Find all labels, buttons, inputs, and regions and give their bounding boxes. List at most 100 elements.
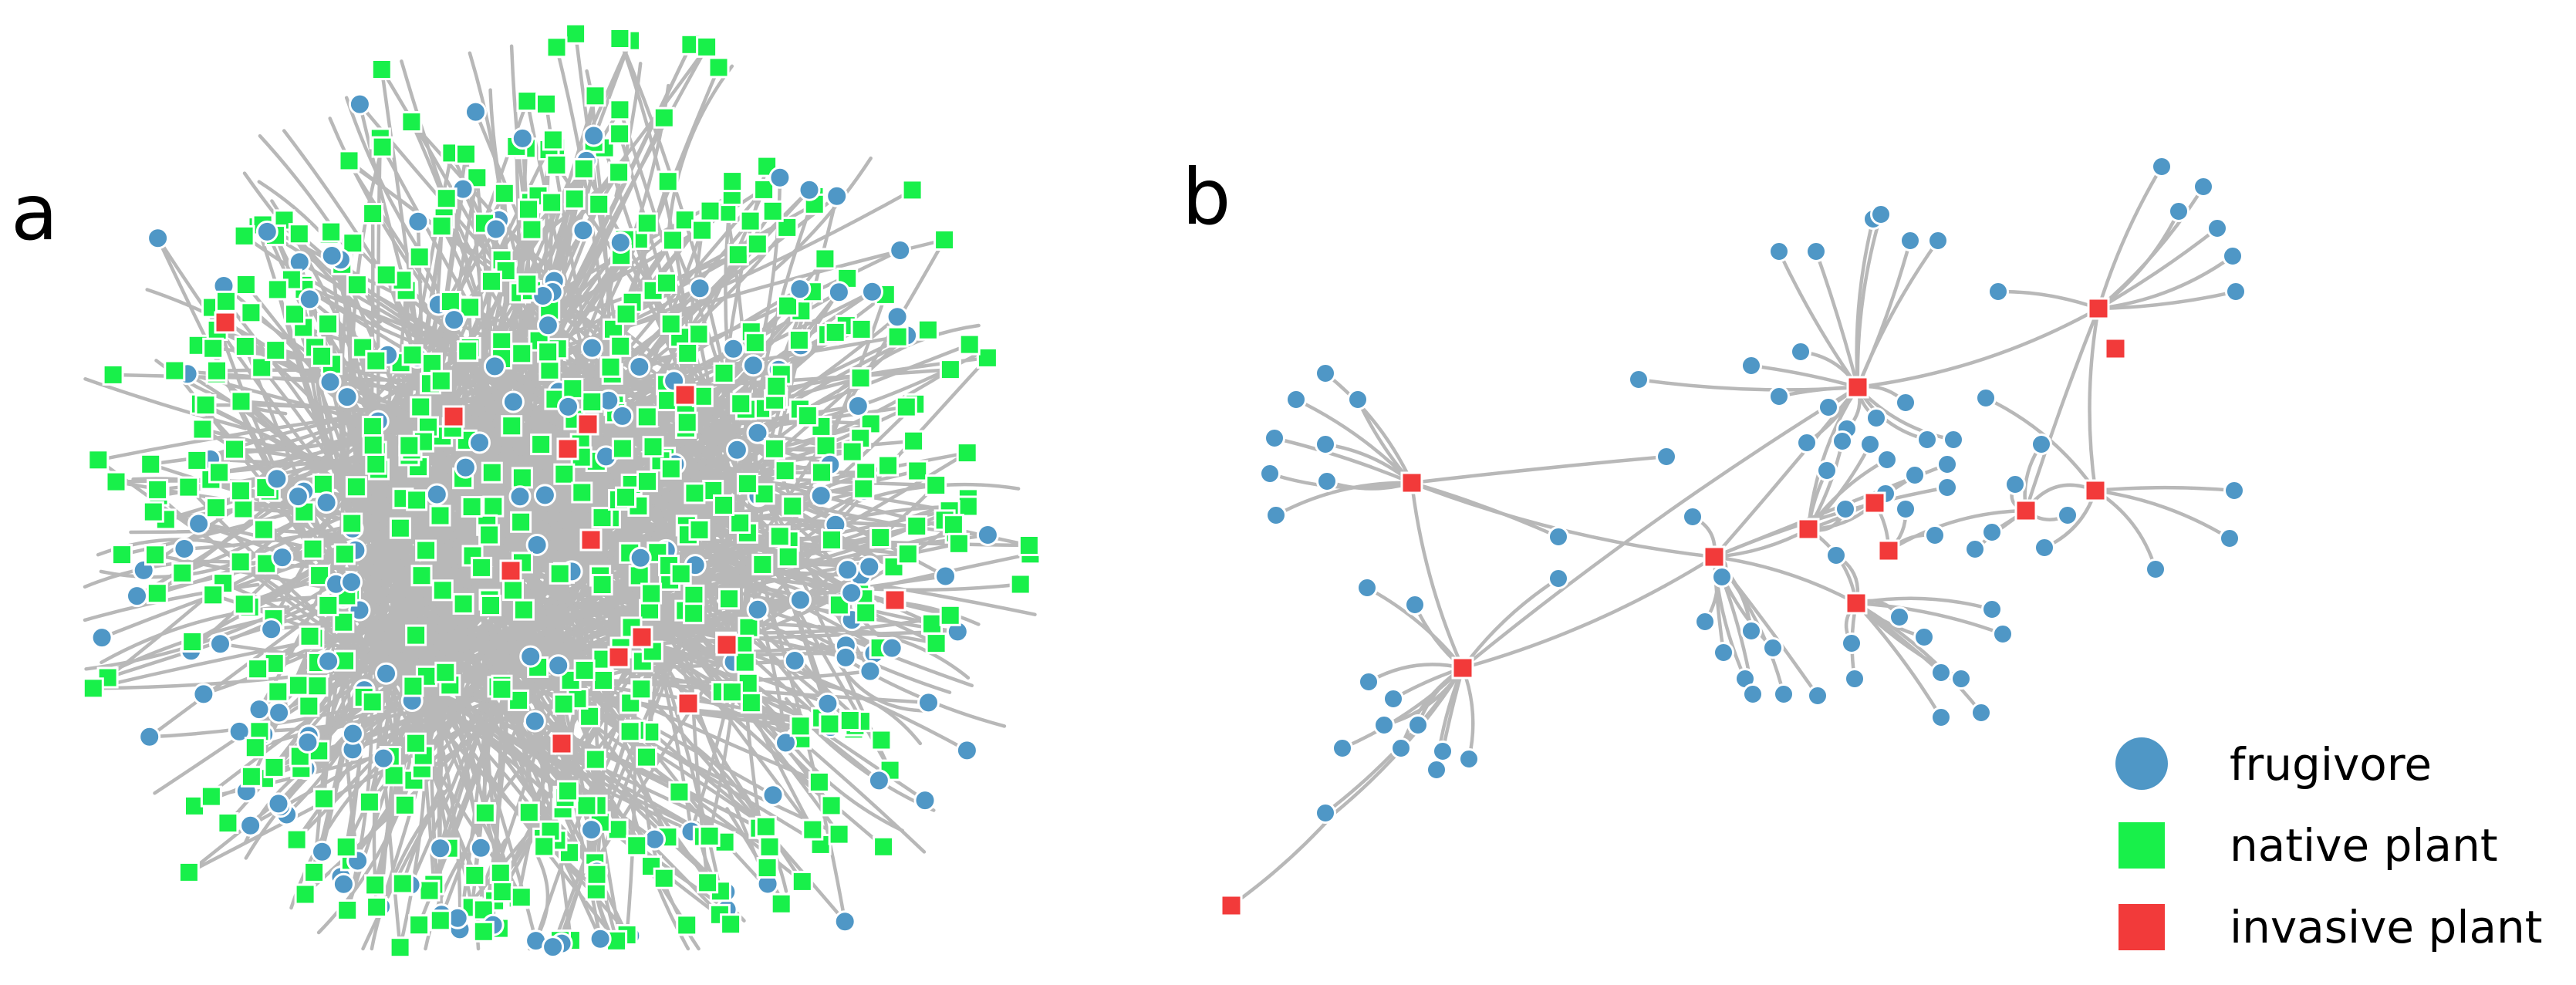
- native-plant-node: [406, 489, 428, 511]
- frugivore-node: [867, 769, 890, 792]
- edge-a: [744, 573, 788, 745]
- frugivore-node: [533, 484, 556, 507]
- invasive-plant-node: [715, 633, 738, 656]
- native-plant-node: [389, 936, 411, 959]
- frugivore-node: [976, 524, 999, 546]
- native-plant-node: [727, 244, 749, 266]
- native-plant-node: [684, 482, 706, 504]
- native-plant-node: [552, 693, 575, 715]
- native-plant-node: [588, 193, 610, 215]
- edge-a: [772, 156, 873, 272]
- native-plant-node: [202, 337, 225, 359]
- edge-b: [2088, 306, 2101, 493]
- native-plant-node: [146, 582, 168, 605]
- frugivore-node: [239, 814, 262, 837]
- native-plant-node: [571, 481, 593, 504]
- panel-b-nodes: [1220, 156, 2247, 917]
- frugivore-node: [255, 220, 279, 243]
- native-plant-node: [317, 594, 339, 616]
- edge-a: [488, 88, 516, 251]
- native-plant-node: [626, 835, 648, 857]
- edge-b: [2096, 289, 2238, 311]
- native-plant-node: [609, 123, 631, 145]
- native-plant-node: [336, 899, 359, 921]
- native-plant-node: [342, 232, 364, 255]
- native-plant-node: [140, 453, 162, 475]
- frugivore-node: [1844, 668, 1865, 690]
- frugivore-node: [271, 546, 294, 569]
- native-plant-node: [958, 333, 981, 356]
- frugivore-node: [1895, 392, 1916, 413]
- native-plant-node: [549, 562, 571, 585]
- frugivore-node: [580, 818, 603, 842]
- native-plant-node: [921, 612, 943, 635]
- native-plant-node: [229, 480, 252, 502]
- frugivore-node: [2004, 474, 2026, 495]
- frugivore-node: [267, 792, 290, 815]
- native-plant-node: [401, 344, 424, 366]
- native-plant-node: [206, 359, 228, 382]
- native-plant-node: [653, 106, 675, 129]
- frugivore-node: [611, 404, 634, 427]
- native-plant-node: [744, 332, 766, 354]
- invasive-plant-node: [1703, 545, 1726, 568]
- edge-b: [1712, 485, 1950, 559]
- native-plant-node: [345, 476, 367, 498]
- frugivore-node: [1899, 230, 1921, 251]
- native-plant-node: [464, 864, 486, 886]
- frugivore-node: [209, 632, 231, 656]
- frugivore-node: [248, 698, 271, 721]
- native-plant-node: [511, 467, 533, 489]
- frugivore-node: [1964, 538, 1986, 560]
- frugivore-node: [536, 314, 559, 337]
- native-plant-node: [370, 59, 393, 80]
- edge-b: [2096, 209, 2181, 311]
- native-plant-node: [877, 454, 899, 477]
- frugivore-node: [1773, 683, 1794, 705]
- native-plant-node: [1009, 573, 1031, 595]
- native-plant-node: [683, 584, 705, 606]
- frugivore-node: [311, 840, 333, 863]
- frugivore-node: [332, 872, 355, 896]
- native-plant-node: [676, 411, 698, 433]
- edge-a: [627, 433, 739, 555]
- invasive-plant-node: [499, 559, 522, 582]
- frugivore-node: [348, 93, 371, 116]
- frugivore-node: [469, 836, 492, 859]
- frugivore-node: [375, 662, 397, 685]
- native-plant-node: [177, 476, 200, 498]
- native-plant-node: [393, 794, 416, 816]
- edge-a: [755, 701, 927, 854]
- edge-a: [344, 96, 430, 265]
- native-plant-node: [383, 764, 405, 787]
- frugivore-node: [173, 538, 196, 560]
- frugivore-node: [788, 278, 812, 301]
- native-plant-node: [553, 463, 576, 485]
- native-plant-node: [302, 538, 324, 560]
- edge-b: [1410, 481, 1561, 539]
- frugivore-node: [1316, 471, 1338, 492]
- frugivore-node: [317, 649, 340, 673]
- frugivore-node: [1358, 671, 1379, 693]
- panel-a-nodes: [82, 22, 1042, 959]
- edge-b: [2093, 485, 2237, 493]
- native-plant-node: [770, 892, 792, 915]
- native-plant-node: [609, 28, 631, 49]
- frugivore-node: [1970, 702, 1992, 724]
- panel-b-network: [1220, 156, 2247, 917]
- native-plant-node: [294, 883, 316, 906]
- native-plant-node: [906, 515, 928, 538]
- native-plant-node: [284, 303, 306, 326]
- edge-a: [690, 379, 830, 706]
- native-plant-node: [434, 661, 457, 683]
- native-plant-node: [267, 680, 289, 703]
- native-plant-node: [802, 818, 824, 841]
- frugivore-node: [880, 636, 903, 659]
- native-plant-node: [630, 678, 653, 700]
- native-plant-node: [415, 539, 437, 562]
- frugivore-node: [629, 546, 652, 569]
- native-plant-node: [474, 801, 496, 824]
- native-plant-node: [699, 200, 721, 222]
- edge-b: [1854, 601, 1943, 720]
- edge-a: [428, 552, 443, 923]
